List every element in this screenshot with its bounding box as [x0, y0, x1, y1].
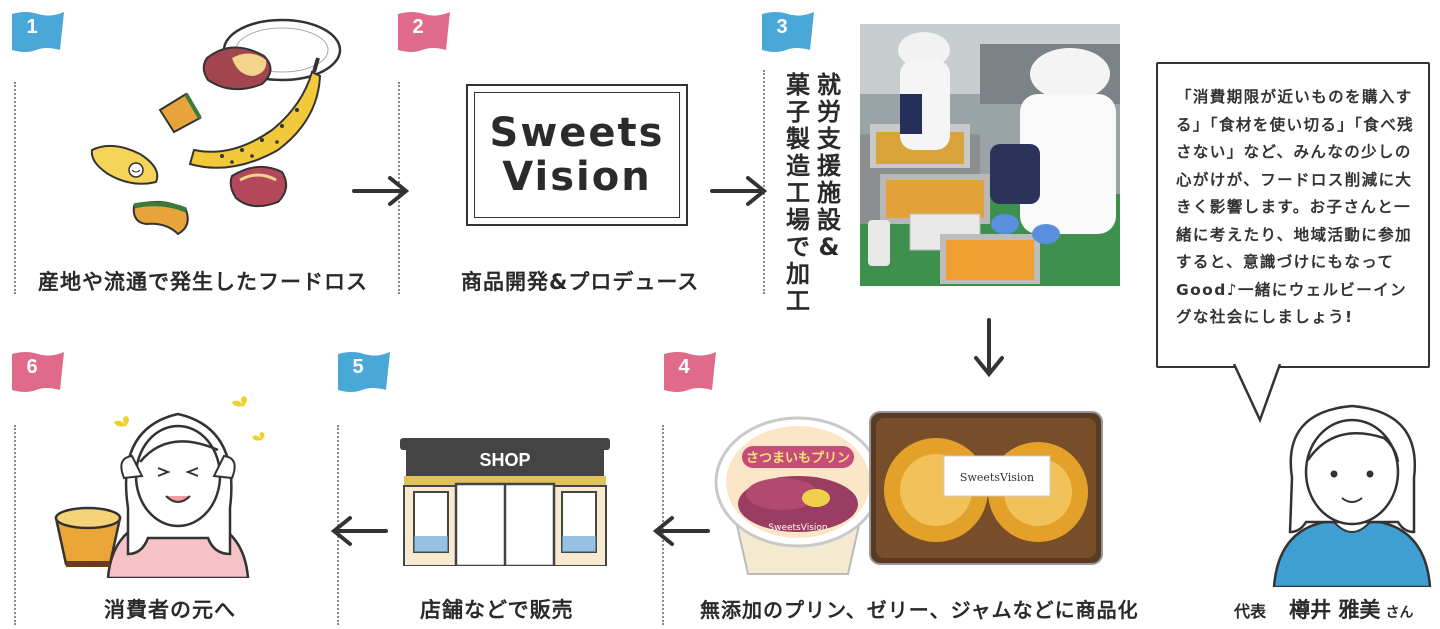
representative-honorific: さん: [1385, 605, 1414, 621]
arrow-right-icon: [710, 176, 768, 206]
speech-bubble: 「消費期限が近いものを購入する」「食材を使い切る」「食べ残さない」など、みんなの…: [1156, 62, 1430, 368]
food-loss-illustration: [90, 18, 342, 236]
speech-text: 「消費期限が近いものを購入する」「食材を使い切る」「食べ残さない」など、みんなの…: [1176, 88, 1415, 326]
speech-bubble-tail: [1232, 364, 1282, 424]
step-3-flag: 3: [762, 10, 814, 54]
flag-icon: [664, 352, 716, 392]
flag-icon: [12, 352, 64, 392]
divider-step2: [398, 82, 400, 294]
consumer-illustration: [54, 396, 265, 578]
step-4-label: 無添加のプリン、ゼリー、ジャムなどに商品化: [700, 598, 1139, 622]
arrow-left-icon: [652, 516, 710, 546]
pudding-cup-product: さつまいもプリン SweetsVision: [714, 416, 882, 575]
step-2-number: 2: [412, 16, 424, 38]
step-5-label: 店舗などで販売: [420, 598, 574, 622]
divider-step3: [763, 70, 765, 294]
arrow-right-icon: [352, 176, 410, 206]
factory-work-photo: [860, 24, 1120, 286]
logo-line-1: Sweets: [489, 110, 665, 156]
representative-caption: 代表 樽井 雅美 さん: [1234, 594, 1414, 624]
step-2-label: 商品開発&プロデュース: [461, 270, 700, 294]
flag-icon: [398, 12, 450, 52]
sweets-vision-logo: Sweets Vision: [466, 84, 688, 226]
logo-line-2: Vision: [502, 154, 652, 200]
representative-role: 代表: [1234, 602, 1267, 621]
step-3-label-line-2: 菓子製造工場で加工: [786, 71, 810, 315]
arrow-down-icon: [974, 318, 1004, 378]
arrow-left-icon: [330, 516, 388, 546]
step-3-label-line-1: 就労支援施設&: [817, 71, 841, 261]
divider-step6: [14, 425, 16, 625]
step-1-label: 産地や流通で発生したフードロス: [38, 270, 368, 294]
flag-icon: [338, 352, 390, 392]
divider-step1: [14, 82, 16, 294]
pudding-brand-text: SweetsVision: [768, 523, 827, 533]
step-3-number: 3: [776, 16, 788, 38]
step-6-flag: 6: [12, 350, 64, 394]
shop-storefront-icon: [400, 438, 610, 566]
step-1-flag: 1: [12, 10, 64, 54]
representative-name: 樽井 雅美: [1289, 598, 1381, 622]
divider-step5: [337, 425, 339, 625]
step-5-number: 5: [352, 356, 364, 378]
step-1-number: 1: [26, 16, 38, 38]
tart-box-product: SweetsVision: [869, 411, 1103, 565]
step-2-flag: 2: [398, 10, 450, 54]
box-brand-text: SweetsVision: [960, 471, 1034, 484]
representative-avatar: [1272, 404, 1432, 587]
step-5-flag: 5: [338, 350, 390, 394]
flag-icon: [762, 12, 814, 52]
step-4-number: 4: [678, 356, 690, 378]
step-6-label: 消費者の元へ: [104, 598, 236, 622]
shop-sign: SHOP: [479, 450, 531, 470]
step-4-flag: 4: [664, 350, 716, 394]
flag-icon: [12, 12, 64, 52]
pudding-label-text: さつまいもプリン: [746, 451, 850, 466]
step-6-number: 6: [26, 356, 38, 378]
